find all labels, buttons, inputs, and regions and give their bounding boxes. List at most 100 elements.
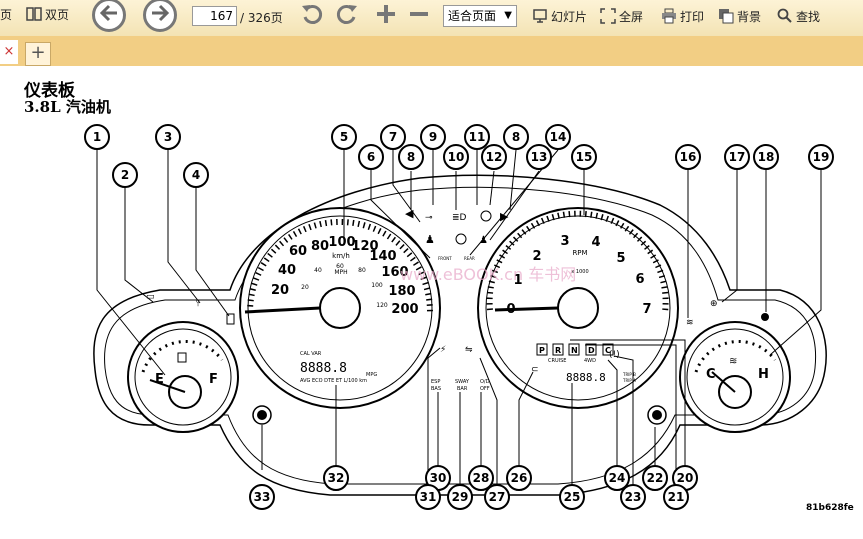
speedo-inner-tick: 120 xyxy=(376,302,388,309)
rotate-right-button[interactable] xyxy=(335,3,359,27)
page-number-input[interactable]: 167 xyxy=(192,6,237,26)
callout-label: 2 xyxy=(121,168,129,182)
callout-label: 10 xyxy=(448,150,465,164)
callout-label: 6 xyxy=(367,150,375,164)
gear-letter: P xyxy=(539,346,545,355)
fuel-pump-icon xyxy=(177,352,187,363)
callout-label: 22 xyxy=(647,471,664,485)
rear-fog-icon: ⊕ xyxy=(710,299,718,309)
speedo-inner-tick: 60 xyxy=(336,263,344,270)
instrument-cluster-diagram: E F C H ≋ 20 40 60 80 100 120 140 160 18… xyxy=(84,124,834,510)
search-button[interactable]: 查找 xyxy=(777,4,820,28)
fullscreen-button[interactable]: 全屏 xyxy=(600,4,643,28)
single-page-button[interactable]: 页 xyxy=(0,2,12,26)
callout: 14 xyxy=(545,124,571,150)
zoom-in-button[interactable] xyxy=(374,3,398,27)
callout: 24 xyxy=(604,465,630,491)
callout-label: 15 xyxy=(576,150,593,164)
callout-label: 9 xyxy=(429,130,437,144)
page-title: 仪表板 xyxy=(24,81,75,101)
callout: 12 xyxy=(481,144,507,170)
speedo-tick: 100 xyxy=(328,235,355,250)
slideshow-button[interactable]: 幻灯片 xyxy=(532,4,587,28)
tach-tick: 0 xyxy=(506,302,515,317)
speedo-ticks: 20 40 60 80 100 120 140 160 180 200 xyxy=(271,235,419,317)
zoom-mode-select[interactable]: 适合页面 ▼ xyxy=(443,5,517,27)
speedo-tick: 40 xyxy=(278,263,296,278)
speedo-tick: 80 xyxy=(311,239,329,254)
front-fog-icon: ⫯ xyxy=(196,299,200,309)
callout-label: 3 xyxy=(164,130,172,144)
background-button[interactable]: 背景 xyxy=(718,4,761,28)
callout: 22 xyxy=(642,465,668,491)
rotate-left-button[interactable] xyxy=(300,3,324,27)
callout: 8 xyxy=(503,124,529,150)
prev-page-button[interactable] xyxy=(92,0,126,32)
callout: 23 xyxy=(620,484,646,510)
bar-indicator: BAR xyxy=(457,386,468,392)
coolant-warning-icon: ≋ xyxy=(686,318,694,328)
seatbelt-icon: ♟ xyxy=(425,233,435,246)
callout-label: 13 xyxy=(531,150,548,164)
new-tab-button[interactable]: + xyxy=(25,42,51,66)
callout-label: 24 xyxy=(609,471,626,485)
search-label: 查找 xyxy=(796,9,821,24)
page-total: / 326页 xyxy=(240,10,283,25)
next-page-button[interactable] xyxy=(143,0,177,32)
speedo-tick: 20 xyxy=(271,283,289,298)
callout-label: 25 xyxy=(564,490,581,504)
fullscreen-icon xyxy=(600,8,616,24)
rear-indicator: REAR xyxy=(464,256,475,261)
search-icon xyxy=(777,8,793,24)
page-subtitle: 3.8L 汽油机 xyxy=(24,98,111,116)
trip-b-label: TRIP B xyxy=(622,372,636,377)
callout-label: 20 xyxy=(677,471,694,485)
gear-letter: N xyxy=(571,346,578,355)
indicator-dot xyxy=(761,313,769,321)
tab-close-button[interactable]: × xyxy=(0,40,18,64)
gear-letter: C xyxy=(605,346,611,355)
coolant-temp-icon: ≋ xyxy=(729,356,737,367)
turn-right-icon: ▶ xyxy=(500,210,509,223)
front-airbag-indicator: FRONT xyxy=(438,256,452,261)
callout: 31 xyxy=(415,484,441,510)
callout-group: 1 2 3 4 5 6 7 8 9 10 11 12 8 13 14 15 16… xyxy=(84,124,834,510)
callout: 28 xyxy=(468,465,494,491)
speedo-inner-tick: 40 xyxy=(314,267,322,274)
double-page-label: 双页 xyxy=(45,7,70,22)
sway-indicator: SWAY xyxy=(455,379,470,385)
trip-a-label: TRIP A xyxy=(622,378,636,383)
callout-label: 1 xyxy=(93,130,101,144)
print-button[interactable]: 打印 xyxy=(661,4,704,28)
mpg-label: MPG xyxy=(366,372,377,378)
oil-pressure-icon: ⊸ xyxy=(425,213,433,223)
callout: 32 xyxy=(323,465,349,491)
speedo-inner-tick: 20 xyxy=(301,284,309,291)
pdf-toolbar: 页 双页 167 / 326页 适合页面 xyxy=(0,0,863,37)
callout: 5 xyxy=(331,124,357,150)
callout: 25 xyxy=(559,484,585,510)
double-page-button[interactable]: 双页 xyxy=(26,2,69,26)
callout-label: 8 xyxy=(512,130,520,144)
rotate-ccw-icon xyxy=(300,2,324,29)
zoom-mode-value: 适合页面 xyxy=(448,9,497,23)
callout: 2 xyxy=(112,162,138,188)
background-label: 背景 xyxy=(737,9,762,24)
cruise-indicator: CRUISE xyxy=(548,358,566,364)
cal-var-label: CAL VAR xyxy=(300,351,322,357)
callout-label: 7 xyxy=(389,130,397,144)
background-icon xyxy=(718,8,734,24)
tire-pressure-icon: (!) xyxy=(609,350,620,360)
lcd-units: AVG ECO DTE ET L/100 km xyxy=(300,378,367,384)
callout-label: 27 xyxy=(489,490,506,504)
callout: 19 xyxy=(808,144,834,170)
callout-label: 31 xyxy=(420,490,437,504)
callout: 33 xyxy=(249,484,275,510)
callout-label: 12 xyxy=(486,150,503,164)
speedo-tick: 180 xyxy=(388,284,415,299)
slideshow-icon xyxy=(532,8,548,24)
callout-label: 14 xyxy=(550,130,567,144)
zoom-out-button[interactable] xyxy=(407,3,431,27)
callout: 13 xyxy=(526,144,552,170)
single-page-label: 页 xyxy=(0,7,13,22)
